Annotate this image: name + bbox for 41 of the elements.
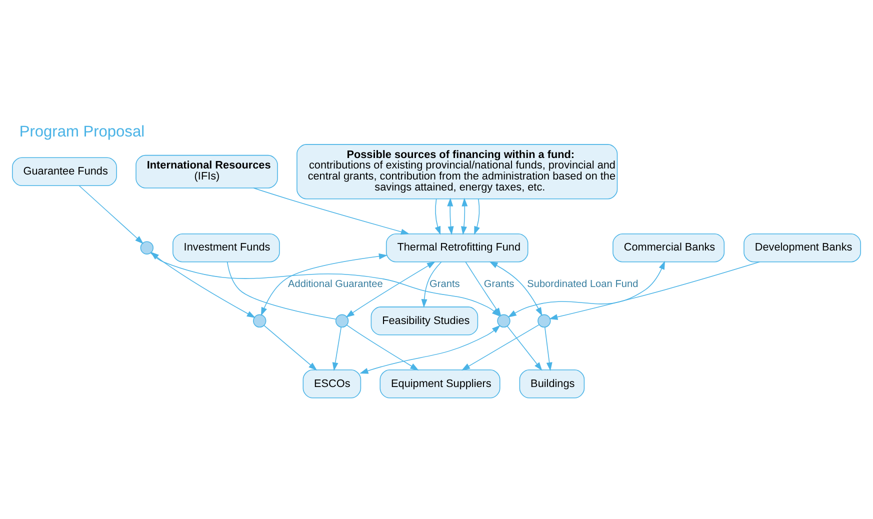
arrow: [508, 260, 665, 318]
edge-label: Grants: [430, 279, 460, 290]
node-box: Commercial Banks: [612, 233, 725, 262]
node-circle: [335, 314, 349, 328]
arrow: [253, 188, 410, 235]
connector: [226, 262, 336, 320]
node-circle: [538, 314, 551, 328]
node-box: Possible sources of financing within a fund: contributions of existing provincial/national funds, provincial and central grants, contribution from the administration based on the savings attained, energy taxes, etc.: [296, 144, 618, 200]
node-box: Development Banks: [744, 233, 861, 262]
arrow: [461, 198, 468, 235]
arrow: [332, 326, 342, 372]
edge-label: Additional Guarantee: [288, 279, 383, 290]
arrow: [421, 262, 442, 308]
node-circle: [497, 314, 510, 328]
arrow: [506, 326, 542, 371]
node-box: Buildings: [519, 370, 585, 398]
arrow: [434, 198, 441, 235]
arrow: [150, 252, 256, 318]
node-box: Investment Funds: [172, 233, 280, 262]
arrow: [264, 325, 318, 370]
node-box: ESCOs: [302, 370, 362, 398]
diagram-title: Program Proposal: [19, 124, 145, 141]
arrow: [346, 261, 436, 318]
node-box: International Resources (IFIs): [136, 154, 278, 188]
node-circle: [140, 241, 154, 254]
arrow: [78, 185, 144, 244]
edge-label: Subordinated Loan Fund: [527, 279, 638, 290]
arrow: [260, 253, 388, 316]
arrow: [346, 324, 419, 370]
node-box: Guarantee Funds: [12, 157, 117, 186]
edge-label: Grants: [484, 279, 514, 290]
node-circle: [253, 314, 266, 328]
node-box: Equipment Suppliers: [380, 370, 500, 398]
arrow: [447, 198, 454, 235]
node-box: Thermal Retrofitting Fund: [386, 233, 528, 262]
arrow: [474, 198, 480, 235]
arrow: [544, 326, 552, 372]
arrow: [549, 262, 760, 320]
arrow: [360, 325, 500, 374]
node-box: Feasibility Studies: [370, 306, 478, 336]
arrow: [461, 324, 540, 370]
